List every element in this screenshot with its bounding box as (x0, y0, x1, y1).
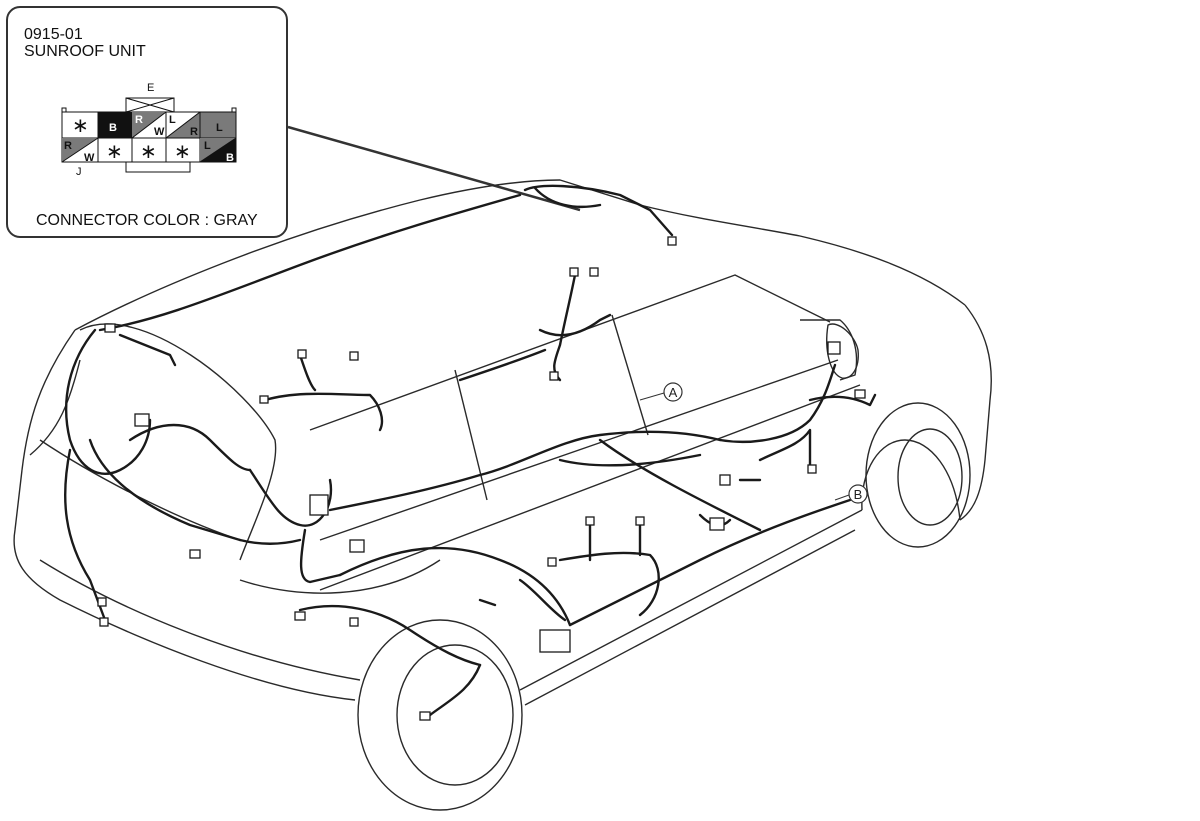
pin-star-bottom-3: ∗ (140, 141, 157, 163)
connector-callout: 0915-01 SUNROOF UNIT E J ∗ B (6, 6, 288, 238)
pin-star-bottom-2: ∗ (106, 141, 123, 163)
connector-title: SUNROOF UNIT (24, 43, 146, 60)
pin-bottom-5a: L (204, 140, 211, 152)
pin-top-4b: R (190, 126, 198, 138)
label-j: J (76, 166, 82, 178)
pin-bottom-1a: R (64, 140, 72, 152)
connector-color-note: CONNECTOR COLOR : GRAY (36, 212, 258, 229)
connector-pinout (61, 97, 237, 173)
pin-top-3b: W (154, 126, 165, 138)
pin-bottom-5b: B (226, 152, 234, 164)
harness-connectors (97, 236, 866, 721)
pin-top-4a: L (169, 114, 176, 126)
pin-top-2: B (109, 122, 117, 134)
connector-code: 0915-01 (24, 26, 83, 43)
marker-b: B (834, 484, 868, 504)
marker-b-label: B (854, 487, 863, 502)
callout-leader-line (287, 125, 581, 212)
pin-star-top-1: ∗ (72, 115, 89, 137)
marker-a: A (639, 382, 683, 402)
vehicle-body (13, 179, 992, 811)
pin-star-bottom-4: ∗ (174, 141, 191, 163)
label-e: E (147, 82, 155, 94)
wiring-harness (63, 184, 877, 717)
pin-top-3a: R (135, 114, 143, 126)
pin-top-5: L (216, 122, 223, 134)
pin-bottom-1b: W (84, 152, 95, 164)
marker-a-label: A (669, 385, 678, 400)
